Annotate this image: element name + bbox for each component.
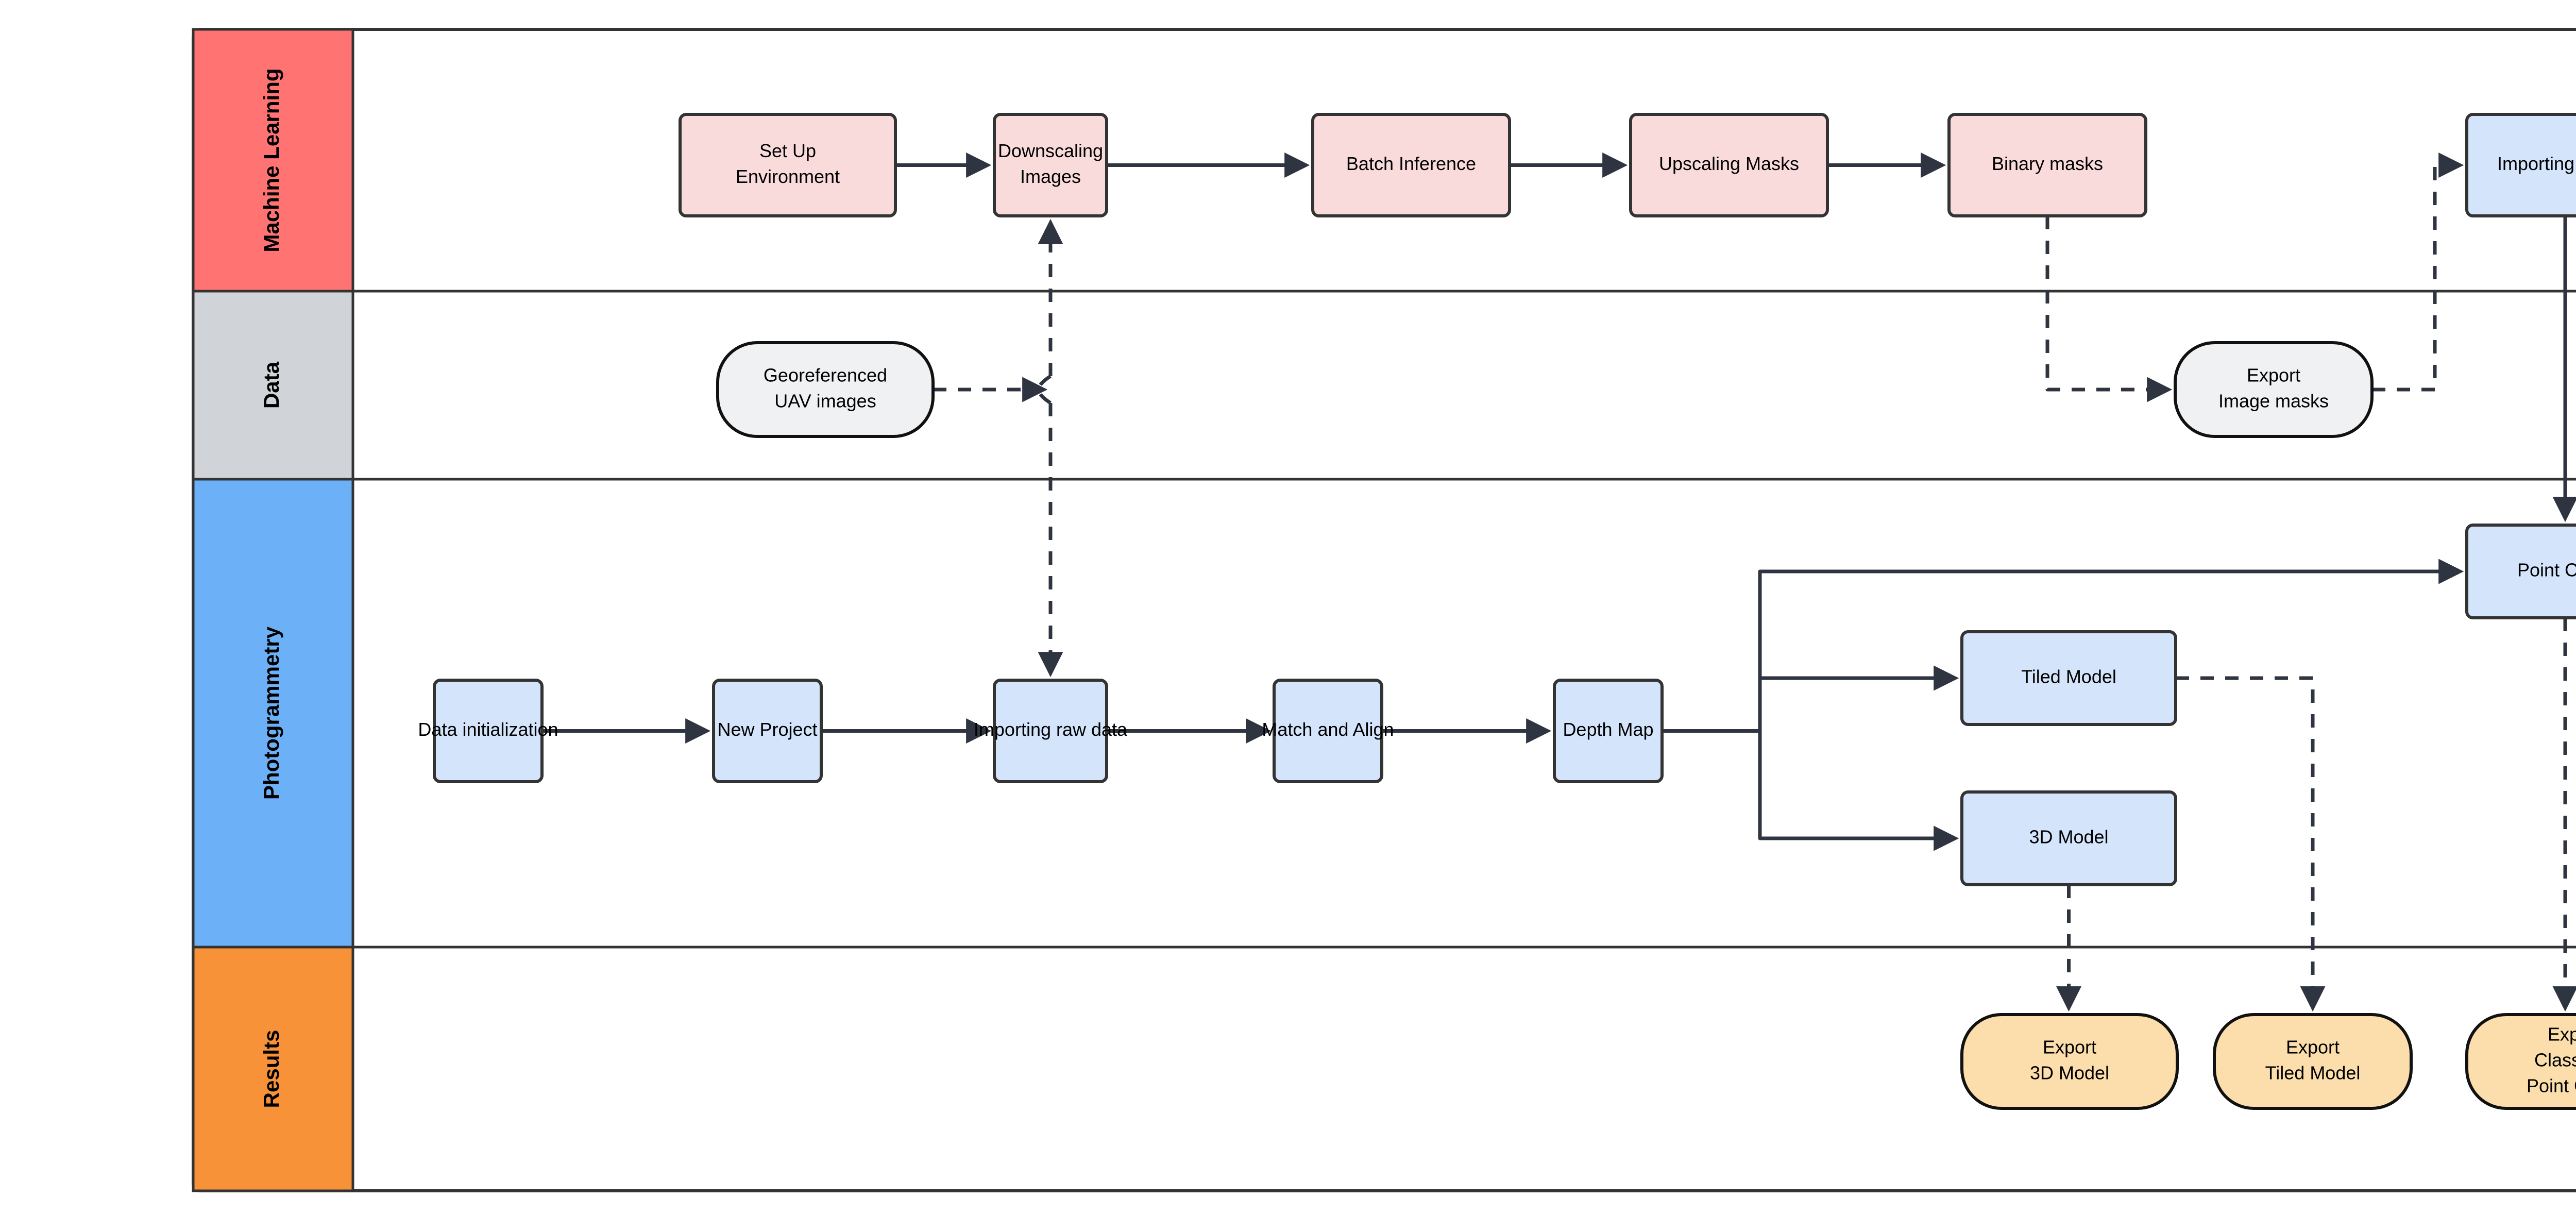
lane-label-data: Data bbox=[259, 361, 283, 409]
node-new-project[interactable]: New Project bbox=[712, 679, 823, 783]
node-label: UAV images bbox=[774, 391, 876, 412]
node-data-initialization[interactable]: Data initialization bbox=[418, 679, 558, 783]
lane-label-results: Results bbox=[259, 1030, 283, 1108]
node-shape bbox=[679, 113, 897, 217]
node-shape bbox=[2465, 113, 2576, 217]
node-label: Data initialization bbox=[418, 719, 558, 740]
node-shape bbox=[1629, 113, 1829, 217]
node-label: Environment bbox=[736, 166, 840, 187]
node-label: Downscaling bbox=[998, 140, 1103, 161]
node-label: Export bbox=[2247, 365, 2300, 386]
swimlane-photogrammetry: Photogrammetry bbox=[192, 478, 2576, 949]
node-batch-inference[interactable]: Batch Inference bbox=[1311, 113, 1511, 217]
node-shape bbox=[2174, 341, 2374, 438]
node-export-3d-model[interactable]: Export 3D Model bbox=[1960, 1013, 2179, 1110]
node-shape bbox=[1960, 1013, 2179, 1110]
node-label: 3D Model bbox=[2029, 827, 2108, 848]
node-shape bbox=[433, 679, 544, 783]
node-shape bbox=[1960, 790, 2177, 886]
node-label: Depth Map bbox=[1563, 719, 1653, 740]
node-upscaling-masks[interactable]: Upscaling Masks bbox=[1629, 113, 1829, 217]
node-importing-masks[interactable]: Importing masks bbox=[2465, 113, 2576, 217]
node-shape bbox=[993, 113, 1108, 217]
node-label: Set Up bbox=[759, 140, 816, 161]
node-shape bbox=[1553, 679, 1664, 783]
edges-layer bbox=[542, 153, 2576, 1012]
edge-binary-to-exportmasks bbox=[2045, 216, 2173, 402]
node-label: Importing raw data bbox=[974, 719, 1128, 740]
node-depth-map[interactable]: Depth Map bbox=[1553, 679, 1664, 783]
node-label: Export bbox=[2286, 1037, 2340, 1058]
node-label: Point Cloud bbox=[2517, 560, 2576, 581]
node-label: Image masks bbox=[2218, 391, 2329, 412]
node-label: Upscaling Masks bbox=[1659, 153, 1799, 174]
node-setup-environment[interactable]: Set Up Environment bbox=[679, 113, 897, 217]
lane-label-photogrammetry: Photogrammetry bbox=[259, 626, 283, 800]
lanes-layer: Machine LearningDataPhotogrammetryResult… bbox=[192, 28, 2576, 1192]
node-shape bbox=[993, 679, 1108, 783]
node-3d-model[interactable]: 3D Model bbox=[1960, 790, 2177, 886]
edge-depth-to-3dmodel bbox=[1758, 731, 1959, 851]
node-label: Images bbox=[1020, 166, 1081, 187]
node-label: New Project bbox=[717, 719, 817, 740]
lane-header-data bbox=[192, 290, 354, 481]
edge-tiled-to-exporttiled bbox=[2176, 676, 2326, 1012]
node-label: Importing masks bbox=[2497, 153, 2576, 174]
swimlane-data: Data bbox=[192, 290, 2576, 481]
edge-exportmasks-to-importingmasks bbox=[2372, 153, 2464, 392]
node-label: Classified bbox=[2534, 1050, 2576, 1071]
node-shape bbox=[2465, 524, 2576, 619]
node-label: Tiled Model bbox=[2021, 666, 2116, 687]
node-label: Export bbox=[2043, 1037, 2096, 1058]
node-shape bbox=[716, 341, 935, 438]
node-shape bbox=[1311, 113, 1511, 217]
node-shape bbox=[712, 679, 823, 783]
lane-header-photogrammetry bbox=[192, 478, 354, 949]
swimlane-ml: Machine Learning bbox=[192, 28, 2576, 293]
node-shape bbox=[1273, 679, 1383, 783]
node-point-cloud[interactable]: Point Cloud bbox=[2465, 524, 2576, 619]
node-shape bbox=[1947, 113, 2147, 217]
node-label: Tiled Model bbox=[2265, 1063, 2361, 1084]
node-tiled-model[interactable]: Tiled Model bbox=[1960, 630, 2177, 726]
node-label: Match and Align bbox=[1262, 719, 1394, 740]
edge-depth-to-tiled bbox=[1758, 665, 1959, 731]
node-importing-raw-data[interactable]: Importing raw data bbox=[974, 679, 1128, 783]
node-shape bbox=[2465, 1013, 2576, 1110]
node-export-classified-point-cloud[interactable]: ExportClassifiedPoint Cloud bbox=[2465, 1013, 2576, 1110]
node-label: Batch Inference bbox=[1346, 153, 1476, 174]
lane-header-ml bbox=[192, 28, 354, 293]
node-binary-masks[interactable]: Binary masks bbox=[1947, 113, 2147, 217]
node-shape bbox=[2213, 1013, 2413, 1110]
swimlane-results: Results bbox=[192, 946, 354, 1192]
node-label: Georeferenced bbox=[764, 365, 887, 386]
lane-label-ml: Machine Learning bbox=[259, 68, 283, 252]
node-label: Binary masks bbox=[1992, 153, 2103, 174]
node-label: Point Cloud bbox=[2527, 1075, 2576, 1097]
node-shape bbox=[1960, 630, 2177, 726]
node-label: 3D Model bbox=[2030, 1063, 2109, 1084]
lane-header-results bbox=[192, 946, 354, 1192]
node-match-and-align[interactable]: Match and Align bbox=[1262, 679, 1394, 783]
node-label: Export bbox=[2548, 1024, 2576, 1045]
